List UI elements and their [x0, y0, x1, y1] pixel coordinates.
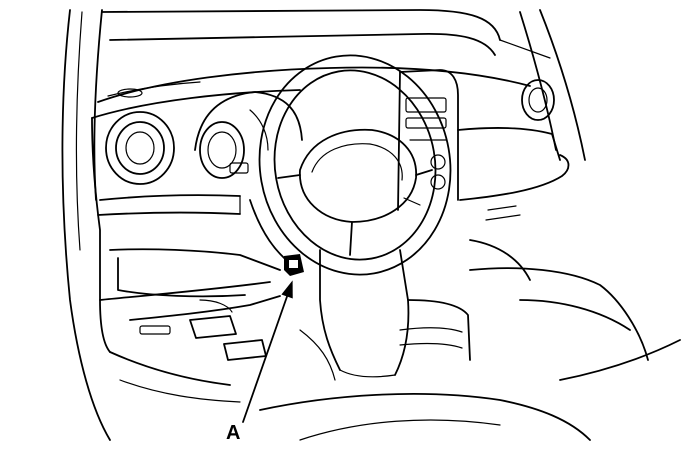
door-sill — [109, 351, 241, 403]
steering-wheel — [258, 54, 452, 276]
windshield-frame — [101, 9, 551, 59]
pedals — [189, 315, 336, 381]
data-link-connector — [284, 254, 304, 276]
instrument-cluster — [194, 91, 303, 179]
dashboard-top — [91, 66, 531, 119]
steering-column — [249, 199, 410, 378]
callout-label-a: A — [226, 422, 241, 444]
callout-leader — [242, 280, 293, 423]
vent-left — [105, 111, 175, 185]
a-pillar-left — [61, 9, 111, 441]
floor-console — [399, 299, 471, 361]
dashboard-face-left — [91, 117, 241, 353]
passenger-dash — [457, 127, 570, 281]
passenger-seat — [469, 267, 681, 381]
driver-seat — [259, 393, 591, 441]
vent-right — [521, 79, 555, 121]
lower-panel — [99, 248, 281, 335]
